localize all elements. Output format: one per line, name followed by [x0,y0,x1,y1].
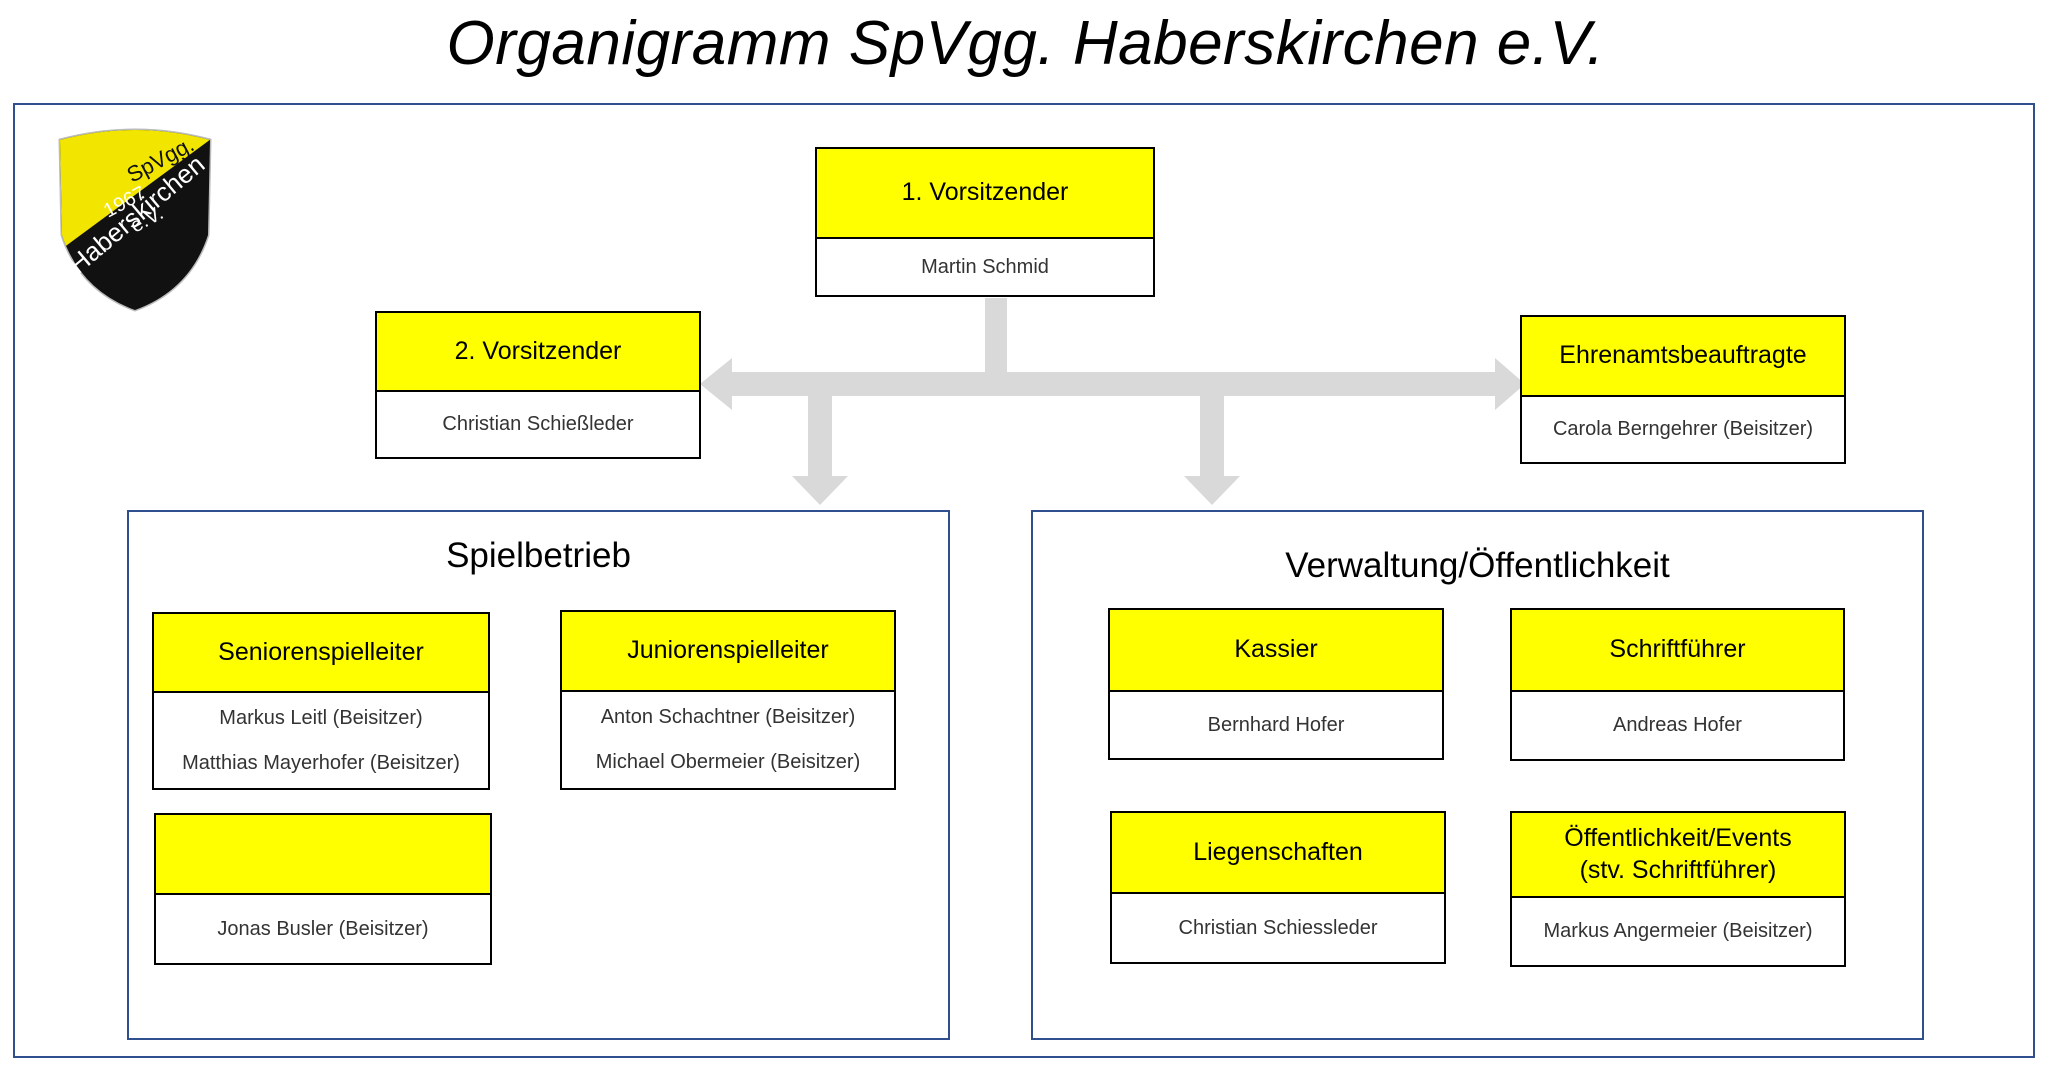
card-oeffentlichkeit-role: Öffentlichkeit/Events (stv. Schriftführe… [1512,813,1844,898]
card-spielbetrieb-extra: Jonas Busler (Beisitzer) [154,813,492,965]
card-oeffentlichkeit-role-line1: Öffentlichkeit/Events [1564,824,1792,853]
card-kassier-member: Bernhard Hofer [1207,713,1345,736]
card-liegenschaften-role: Liegenschaften [1112,813,1444,894]
card-liegenschaften: Liegenschaften Christian Schiessleder [1110,811,1446,964]
card-junioren-role: Juniorenspielleiter [562,612,894,692]
arrow-right-to-honorary [1495,358,1525,410]
card-schriftfuehrer-role: Schriftführer [1512,610,1843,692]
card-juniorenspielleiter: Juniorenspielleiter Anton Schachtner (Be… [560,610,896,790]
card-honorary: Ehrenamtsbeauftragte Carola Berngehrer (… [1520,315,1846,464]
connector-chair1-stem [985,298,1007,382]
card-chair2: 2. Vorsitzender Christian Schießleder [375,311,701,459]
card-seniorenspielleiter: Seniorenspielleiter Markus Leitl (Beisit… [152,612,490,790]
card-junioren-member-2: Michael Obermeier (Beisitzer) [595,751,861,773]
connector-stem-spielbetrieb [808,396,832,476]
card-liegenschaften-member: Christian Schiessleder [1178,916,1378,939]
card-honorary-member: Carola Berngehrer (Beisitzer) [1552,418,1814,440]
card-honorary-role: Ehrenamtsbeauftragte [1522,317,1844,397]
connector-horizontal-bar [730,372,1500,396]
card-chair2-role: 2. Vorsitzender [377,313,699,392]
section-spielbetrieb-title: Spielbetrieb [446,536,631,575]
page-title: Organigramm SpVgg. Haberskirchen e.V. [446,9,1605,78]
card-senioren-member-2: Matthias Mayerhofer (Beisitzer) [182,751,460,774]
card-oeffentlichkeit: Öffentlichkeit/Events (stv. Schriftführe… [1510,811,1846,967]
card-chair2-member: Christian Schießleder [442,413,634,435]
section-verwaltung-title: Verwaltung/Öffentlichkeit [1285,546,1670,585]
connector-stem-verwaltung [1200,396,1224,476]
arrow-down-to-spielbetrieb [792,476,848,505]
card-oeffentlichkeit-role-line2: (stv. Schriftführer) [1579,855,1777,884]
card-chair1: 1. Vorsitzender Martin Schmid [815,147,1155,297]
arrow-left-to-chair2 [700,358,732,410]
card-kassier-role: Kassier [1110,610,1442,692]
card-schriftfuehrer: Schriftführer Andreas Hofer [1510,608,1845,761]
card-kassier: Kassier Bernhard Hofer [1108,608,1444,760]
card-senioren-role: Seniorenspielleiter [154,614,488,693]
card-schriftfuehrer-member: Andreas Hofer [1613,714,1742,736]
card-extra-member: Jonas Busler (Beisitzer) [217,917,429,940]
card-senioren-member-1: Markus Leitl (Beisitzer) [219,706,423,729]
card-junioren-member-1: Anton Schachtner (Beisitzer) [600,706,856,728]
club-logo: SpVgg. 1967 e.V. Haberskirchen [58,128,212,312]
org-chart-frame [13,103,2035,1058]
card-extra-role [156,815,490,895]
arrow-down-to-verwaltung [1184,476,1240,505]
card-oeffentlichkeit-member: Markus Angermeier (Beisitzer) [1543,920,1813,942]
card-chair1-member: Martin Schmid [921,255,1049,278]
card-chair1-role: 1. Vorsitzender [817,149,1153,239]
